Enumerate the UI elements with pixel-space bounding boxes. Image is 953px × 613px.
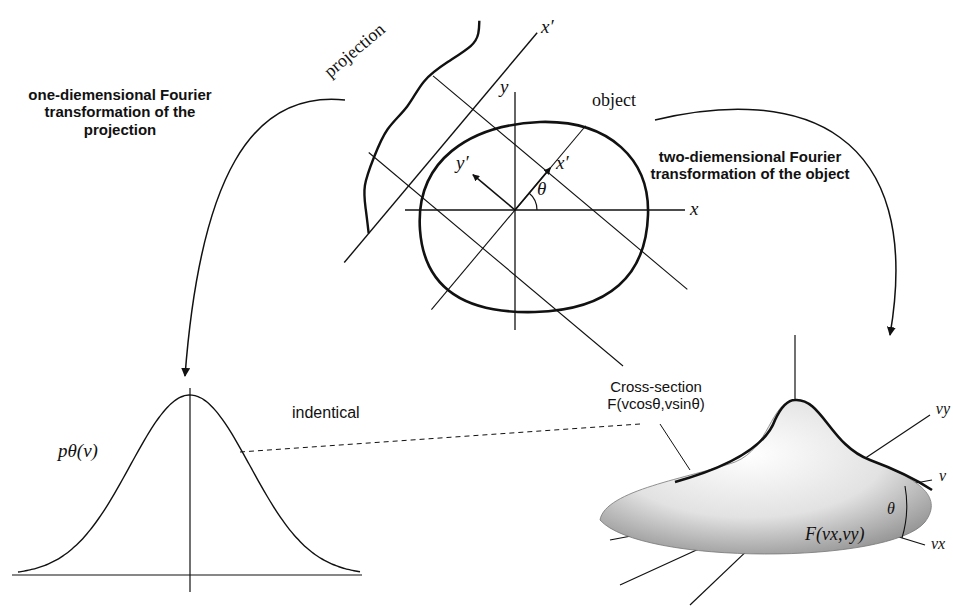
projection-label: projection: [320, 19, 389, 82]
rotated-axis: [431, 126, 585, 310]
projection-spectrum: [18, 395, 360, 572]
projection-ray: [433, 76, 687, 289]
transform-arrow: [185, 99, 345, 376]
y-prime-arrow: [473, 175, 515, 210]
x-axis: [405, 209, 685, 210]
object-outline: [420, 122, 648, 312]
transform-caption: one-diemensional Fourier transformation …: [25, 86, 215, 138]
angle-label: θ: [537, 178, 546, 200]
axis-label: x: [690, 198, 698, 220]
axis-label: x′: [541, 16, 554, 38]
axis-label: vy: [936, 400, 950, 418]
axis-label: v: [939, 467, 946, 485]
angle-arc: [529, 193, 537, 210]
axis-label: vx: [931, 535, 945, 553]
surface-label: F(vx,vy): [805, 524, 864, 545]
value-axis: [189, 388, 190, 592]
identity-dash: [240, 424, 640, 452]
spectrum-label: pθ(v): [58, 440, 98, 462]
axis-label: y: [500, 76, 508, 98]
angle-arc: [902, 486, 907, 538]
transform-arrow: [655, 109, 896, 335]
projection-ray: [369, 152, 623, 365]
frequency-axis: [12, 574, 362, 575]
spectrum-surface: [600, 400, 931, 554]
identity-note: indentical: [292, 404, 360, 422]
x-prime-arrow: [515, 168, 550, 210]
transform-caption: two-diemensional Fourier transformation …: [645, 148, 855, 183]
axis-label: x′: [556, 152, 569, 174]
object-label: object: [592, 90, 636, 111]
cross-section-label: Cross-section F(vcosθ,vsinθ): [590, 378, 722, 413]
axis-label: y′: [456, 152, 469, 174]
projection-profile: [364, 21, 479, 234]
leader-line: [660, 424, 690, 470]
cross-section-curve: [675, 400, 932, 490]
angle-label: θ: [887, 500, 895, 518]
